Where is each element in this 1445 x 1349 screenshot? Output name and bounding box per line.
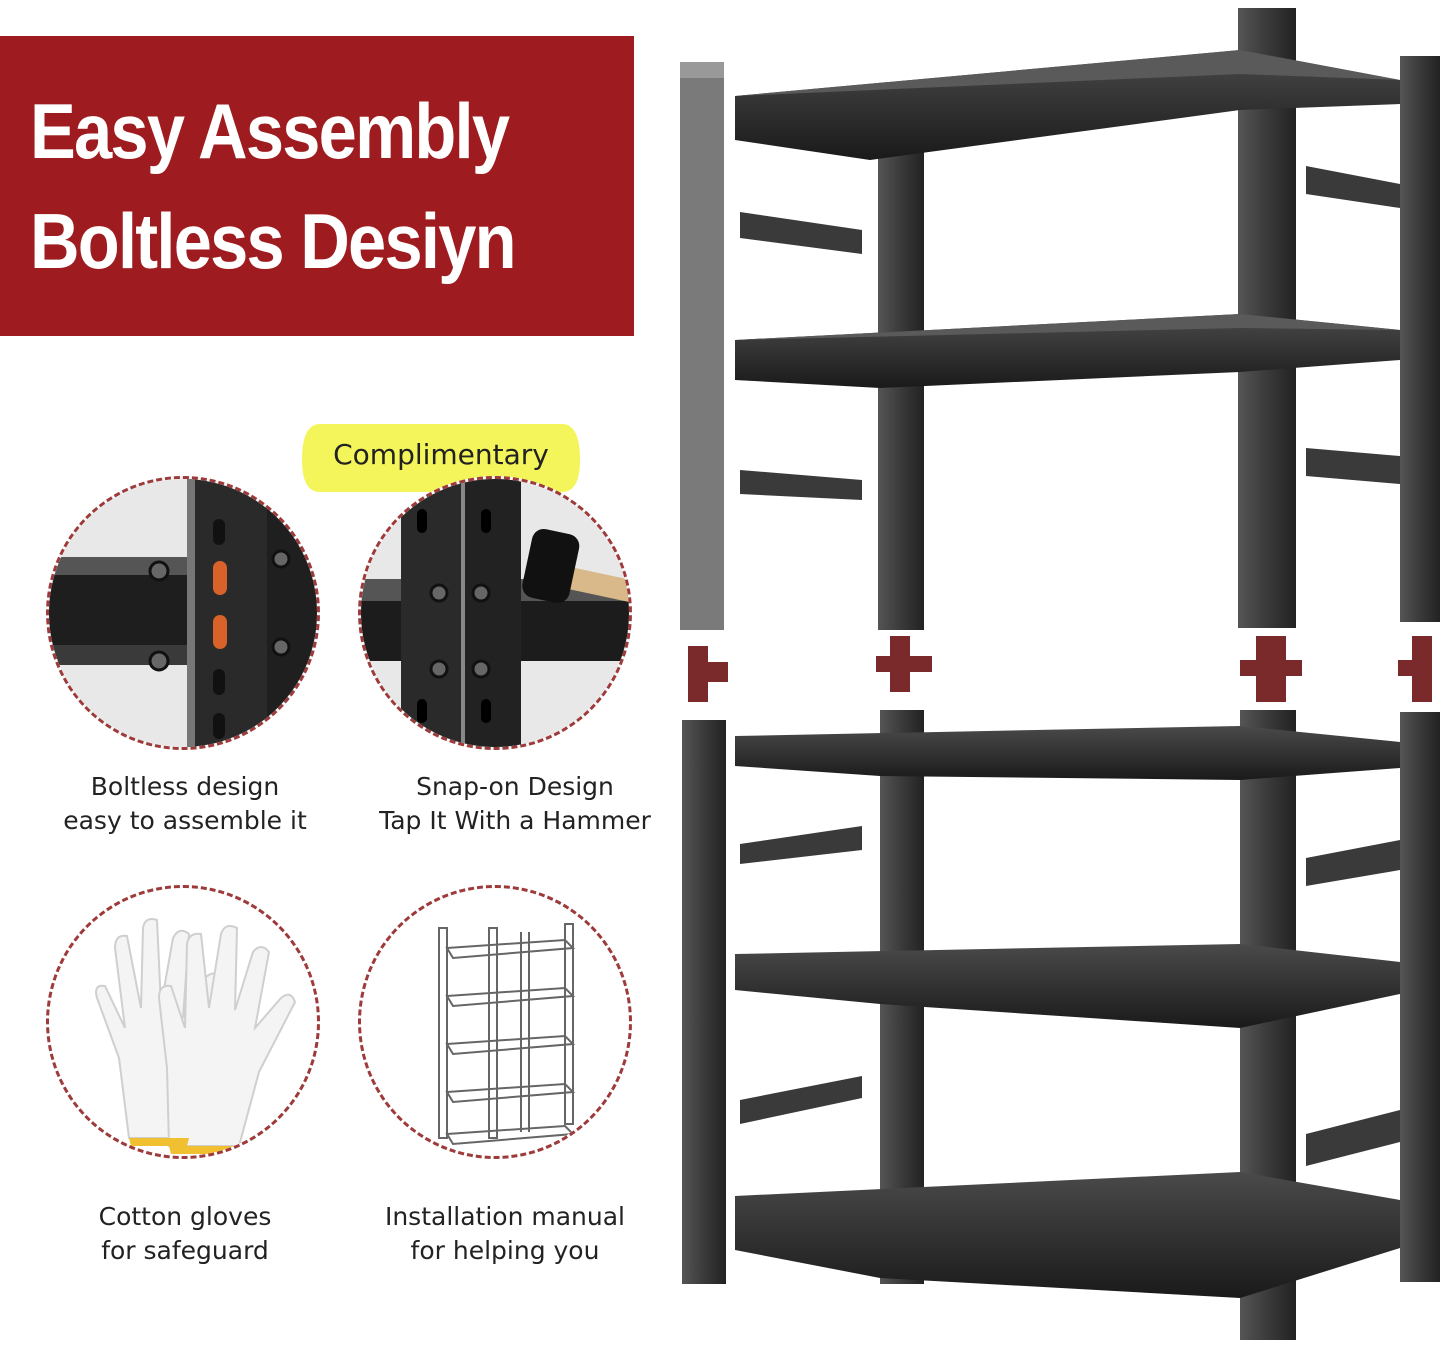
caption-gloves: Cotton gloves for safeguard bbox=[40, 1200, 330, 1268]
title-banner: Easy Assembly Boltless Desiyn bbox=[0, 36, 634, 336]
caption-manual-line2: for helping you bbox=[410, 1236, 600, 1265]
complimentary-label: Complimentary bbox=[333, 438, 549, 471]
caption-boltless-line2: easy to assemble it bbox=[63, 806, 307, 835]
caption-snap-on: Snap-on Design Tap It With a Hammer bbox=[360, 770, 670, 838]
caption-gloves-line2: for safeguard bbox=[101, 1236, 269, 1265]
banner-title-line2: Boltless Desiyn bbox=[30, 197, 517, 285]
caption-boltless: Boltless design easy to assemble it bbox=[40, 770, 330, 838]
shelving-unit-exploded-view bbox=[680, 8, 1440, 1340]
boltless-joint-image bbox=[49, 479, 317, 747]
installation-manual-icon bbox=[438, 923, 576, 1146]
caption-boltless-line1: Boltless design bbox=[90, 772, 280, 801]
installation-manual-closeup bbox=[358, 885, 632, 1159]
caption-gloves-line1: Cotton gloves bbox=[98, 1202, 272, 1231]
hammer-snap-image bbox=[361, 479, 629, 747]
hammer-snap-closeup bbox=[358, 476, 632, 750]
boltless-joint-closeup bbox=[46, 476, 320, 750]
cotton-gloves-icon bbox=[95, 918, 297, 1154]
caption-manual: Installation manual for helping you bbox=[350, 1200, 660, 1268]
banner-title-line1: Easy Assembly bbox=[30, 87, 510, 175]
caption-snap-on-line1: Snap-on Design bbox=[416, 772, 614, 801]
caption-manual-line1: Installation manual bbox=[384, 1202, 626, 1231]
caption-snap-on-line2: Tap It With a Hammer bbox=[379, 806, 651, 835]
cotton-gloves-closeup bbox=[46, 885, 320, 1159]
